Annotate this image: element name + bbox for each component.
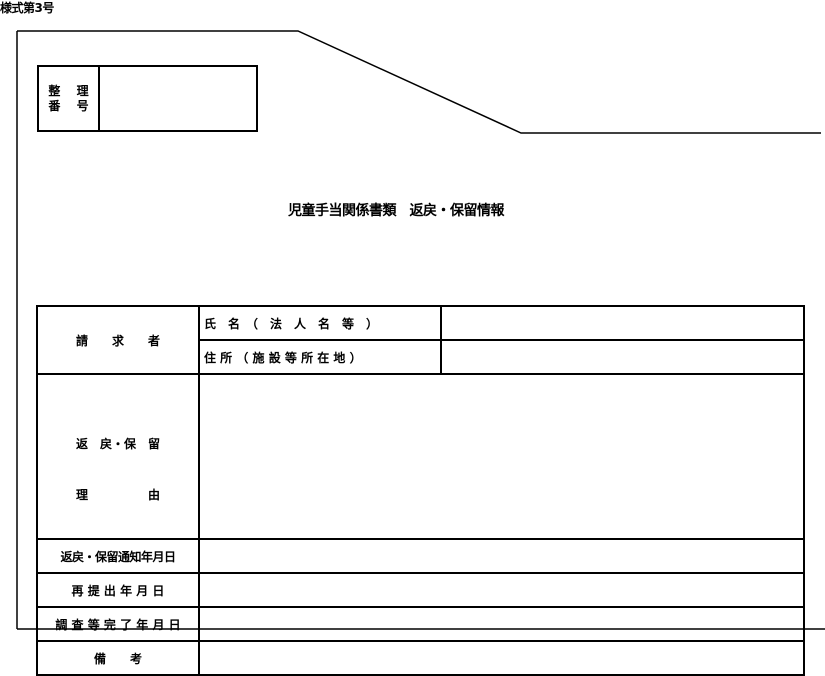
remarks-header: 備 考	[36, 640, 200, 676]
address-label: 住 所 （ 施 設 等 所 在 地 ）	[198, 339, 442, 375]
table-row: 返戻・保留通知年月日	[36, 538, 805, 574]
reason-header-line2: 理 由	[75, 488, 160, 502]
remarks-field[interactable]	[198, 640, 805, 676]
notice-date-header: 返戻・保留通知年月日	[36, 538, 200, 574]
resubmit-date-header: 再 提 出 年 月 日	[36, 572, 200, 608]
reason-header-line1: 返 戻・保 留	[75, 437, 160, 451]
survey-complete-date-header: 調 査 等 完 了 年 月 日	[36, 606, 200, 642]
reason-field[interactable]	[198, 373, 805, 540]
table-row: 再 提 出 年 月 日	[36, 572, 805, 608]
form-number-label: 様式第3号	[0, 1, 54, 15]
reference-number-box: 整 理 番 号	[37, 65, 258, 132]
name-field[interactable]	[440, 305, 805, 341]
address-field[interactable]	[440, 339, 805, 375]
reference-number-field[interactable]	[100, 67, 256, 130]
table-row: 備 考	[36, 640, 805, 676]
reference-number-label: 整 理 番 号	[39, 67, 100, 130]
table-row: 調 査 等 完 了 年 月 日	[36, 606, 805, 642]
survey-complete-date-field[interactable]	[198, 606, 805, 642]
table-row: 請 求 者 氏 名 （ 法 人 名 等 ）	[36, 305, 805, 375]
return-hold-info-table: 請 求 者 氏 名 （ 法 人 名 等 ） 住 所 （ 施 設 等 所 在 地 …	[36, 305, 805, 676]
name-label: 氏 名 （ 法 人 名 等 ）	[198, 305, 442, 341]
table-row: 住 所 （ 施 設 等 所 在 地 ）	[37, 339, 805, 375]
table-row: 返 戻・保 留 理 由	[36, 373, 805, 540]
document-title: 児童手当関係書類 返戻・保留情報	[288, 203, 505, 219]
reason-header: 返 戻・保 留 理 由	[36, 373, 200, 540]
resubmit-date-field[interactable]	[198, 572, 805, 608]
claimant-header: 請 求 者	[36, 305, 200, 375]
notice-date-field[interactable]	[198, 538, 805, 574]
reference-number-label-line2: 番 号	[48, 98, 95, 113]
reference-number-label-line1: 整 理	[48, 83, 95, 98]
